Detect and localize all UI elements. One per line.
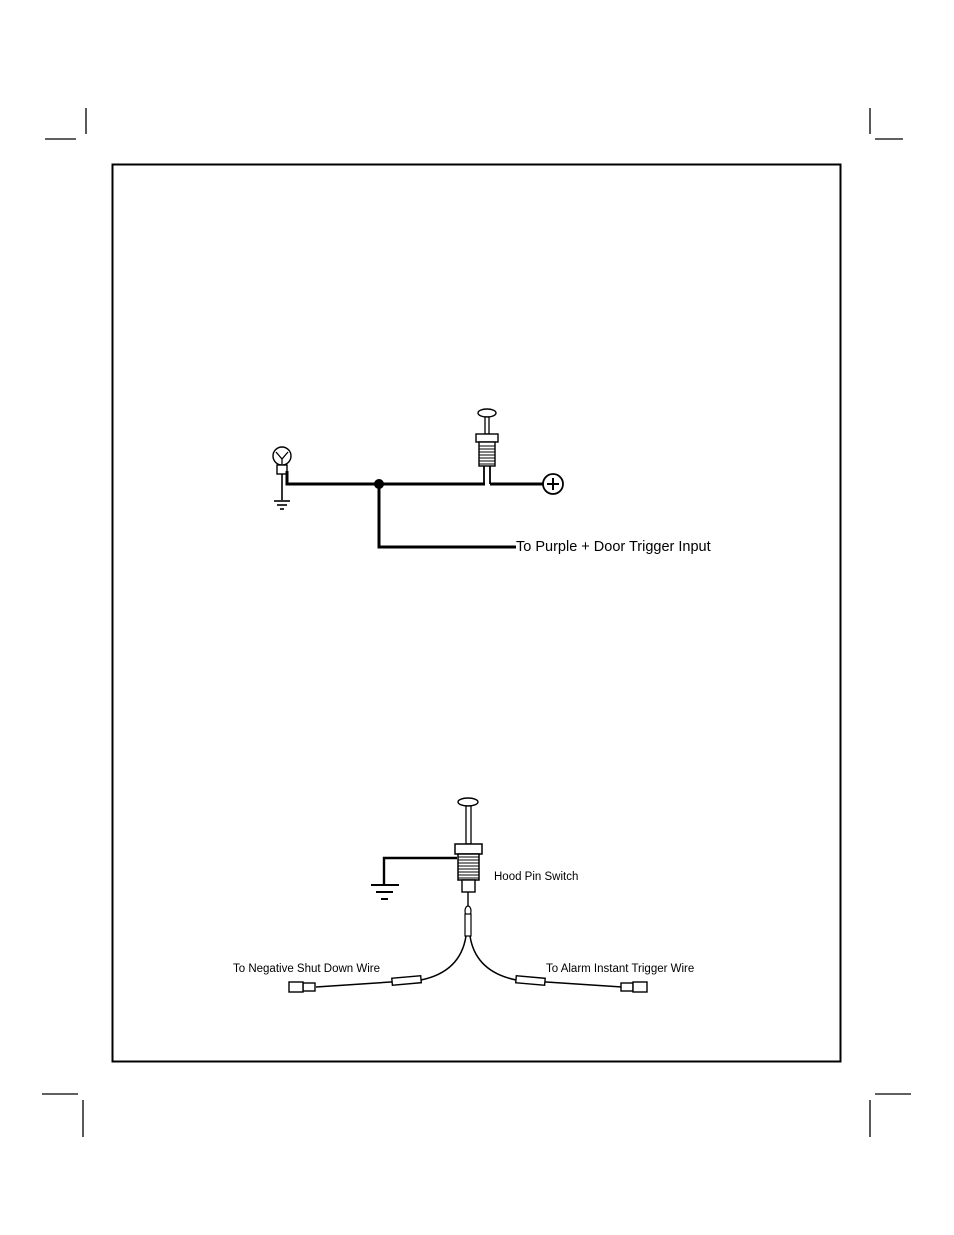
instant-trigger-wire <box>470 936 622 987</box>
battery-positive-icon <box>543 474 563 494</box>
lamp-icon <box>273 447 291 474</box>
ground-icon <box>274 501 290 509</box>
pin-switch-icon <box>476 409 498 484</box>
lamp-to-switch-wire <box>287 471 485 484</box>
hood-pin-ground-wire <box>384 858 457 884</box>
instant-trigger-label: To Alarm Instant Trigger Wire <box>546 963 694 975</box>
ground-icon <box>371 885 399 899</box>
hood-pin-label: Hood Pin Switch <box>494 871 578 883</box>
negative-shutdown-label: To Negative Shut Down Wire <box>233 963 380 975</box>
purple-trigger-wire <box>379 484 516 547</box>
hood-pin-diagram: Hood Pin Switch To Negative Shut Down Wi… <box>233 798 694 992</box>
purple-trigger-label: To Purple + Door Trigger Input <box>516 539 711 555</box>
door-trigger-diagram: To Purple + Door Trigger Input <box>273 409 711 555</box>
crop-marks <box>42 108 911 1137</box>
page-frame <box>113 165 841 1062</box>
pin-switch-icon <box>455 798 482 936</box>
negative-shutdown-wire <box>316 936 466 987</box>
